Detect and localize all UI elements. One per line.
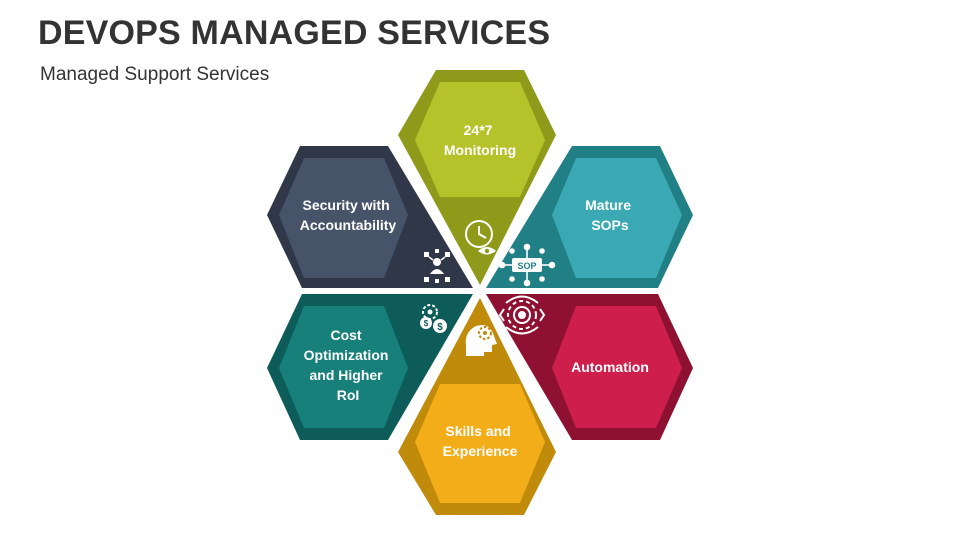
segment-sops-line: SOPs: [591, 217, 629, 233]
security-user-icon: [424, 249, 450, 283]
segment-security-hex: [279, 158, 408, 278]
segment-monitoring-line: Monitoring: [444, 142, 516, 158]
segment-monitoring-line: 24*7: [464, 122, 493, 138]
segment-sops: Mature SOPs SOP: [486, 146, 693, 288]
segment-security-label: Security with Accountability: [300, 197, 397, 233]
segment-sops-label: Mature SOPs: [585, 197, 635, 233]
coins-gear-icon: $ $: [420, 304, 447, 333]
segment-monitoring-hex: [415, 82, 545, 197]
segment-cost-line: Optimization: [304, 347, 389, 363]
clock-eye-icon: [465, 220, 496, 255]
segment-cost: Cost Optimization and Higher RoI $ $: [267, 294, 473, 440]
segment-sops-line: Mature: [585, 197, 631, 213]
segment-automation-label: Automation: [571, 359, 649, 375]
segment-skills-line: Skills and: [445, 423, 510, 439]
segment-cost-hex: [279, 306, 408, 428]
head-gear-icon: [465, 325, 497, 356]
segment-automation: Automation: [486, 294, 693, 440]
coin-symbol: $: [424, 319, 429, 328]
segment-monitoring: 24*7 Monitoring: [398, 70, 556, 285]
segment-cost-line: and Higher: [309, 367, 383, 383]
sop-badge-text: SOP: [517, 261, 536, 271]
coin-symbol: $: [437, 322, 443, 333]
sop-network-icon: SOP: [498, 243, 556, 287]
segment-skills-label: Skills and Experience: [443, 423, 518, 459]
segment-skills: Skills and Experience: [398, 298, 556, 515]
segment-security: Security with Accountability: [267, 146, 473, 288]
segment-security-line: Accountability: [300, 217, 397, 233]
segment-monitoring-label: 24*7 Monitoring: [444, 122, 516, 158]
page-title: DEVOPS MANAGED SERVICES: [38, 14, 551, 52]
segment-cost-label: Cost Optimization and Higher RoI: [304, 327, 393, 403]
segment-cost-line: RoI: [337, 387, 360, 403]
segment-cost-line: Cost: [330, 327, 361, 343]
segment-automation-hex: [552, 306, 682, 428]
segment-security-line: Security with: [302, 197, 389, 213]
segment-sops-hex: [552, 158, 682, 278]
segment-automation-line: Automation: [571, 359, 649, 375]
segment-skills-hex: [415, 384, 545, 503]
page-subtitle: Managed Support Services: [40, 64, 270, 85]
automation-gear-icon: [498, 295, 546, 335]
segment-skills-line: Experience: [443, 443, 518, 459]
